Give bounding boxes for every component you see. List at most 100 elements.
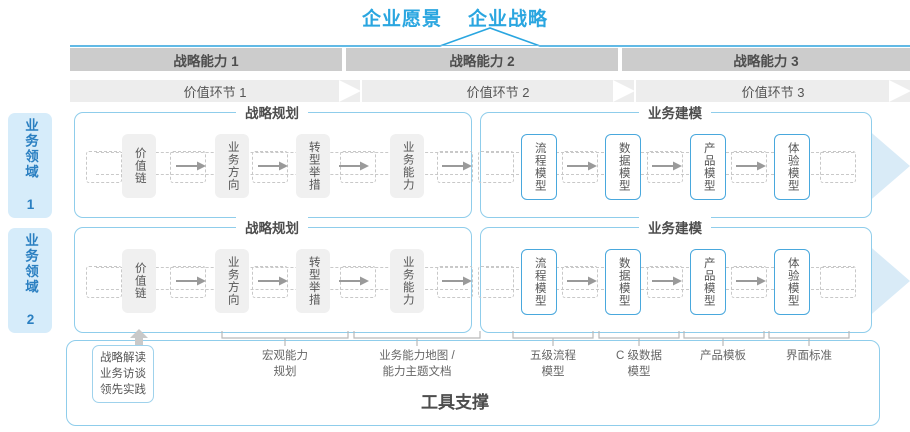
planning-node-3-row1[interactable]: 转型举措	[296, 134, 330, 198]
tool-support-container	[66, 340, 880, 426]
upward-arrow-icon	[130, 329, 148, 351]
placeholder-box	[437, 266, 473, 298]
placeholder-box	[252, 151, 288, 183]
value-link-band-label: 价值环节 1	[183, 84, 247, 100]
modeling-node-1-row1[interactable]: 流程模型	[521, 134, 557, 200]
node-label: 价值链	[133, 262, 146, 300]
modeling-node-3-row1[interactable]: 产品模型	[690, 134, 726, 200]
flow-guide-line	[486, 267, 854, 268]
node-label: 流程模型	[533, 142, 546, 192]
value-link-band-3[interactable]: 价值环节 3	[636, 80, 910, 102]
planning-node-4-row2[interactable]: 业务能力	[390, 249, 424, 313]
flow-arrow-icon	[652, 161, 682, 171]
tool-label-1: 宏观能力 规划	[262, 350, 308, 378]
flow-guide-line	[96, 267, 468, 268]
modeling-node-4-row1[interactable]: 体验模型	[774, 134, 810, 200]
flow-arrow-icon	[339, 161, 369, 171]
flow-arrow-icon	[258, 276, 288, 286]
modeling-node-4-row2[interactable]: 体验模型	[774, 249, 810, 315]
node-label: 业务能力	[401, 256, 414, 306]
flow-arrow-icon	[176, 276, 206, 286]
placeholder-box	[647, 266, 683, 298]
node-label: 流程模型	[533, 257, 546, 307]
flow-arrow-icon	[442, 276, 472, 286]
placeholder-box	[170, 151, 206, 183]
node-label: 体验模型	[786, 142, 799, 192]
placeholder-box	[86, 266, 122, 298]
flow-arrow-tail	[866, 128, 910, 204]
flow-guide-line	[486, 289, 854, 290]
node-label: 业务方向	[226, 256, 239, 306]
modeling-node-3-row2[interactable]: 产品模型	[690, 249, 726, 315]
chevron-right-icon	[339, 80, 361, 102]
flow-arrow-icon	[736, 161, 766, 171]
planning-node-2-row2[interactable]: 业务方向	[215, 249, 249, 313]
flow-arrow-icon	[736, 276, 766, 286]
modeling-node-1-row2[interactable]: 流程模型	[521, 249, 557, 315]
node-label: 产品模型	[702, 257, 715, 307]
chevron-right-icon	[613, 80, 635, 102]
modeling-node-2-row1[interactable]: 数据模型	[605, 134, 641, 200]
capability-band-1[interactable]: 战略能力 1	[70, 48, 342, 71]
node-label: 数据模型	[617, 142, 630, 192]
placeholder-box	[170, 266, 206, 298]
flow-arrow-icon	[442, 161, 472, 171]
modeling-node-2-row2[interactable]: 数据模型	[605, 249, 641, 315]
node-label: 数据模型	[617, 257, 630, 307]
planning-node-2-row1[interactable]: 业务方向	[215, 134, 249, 198]
placeholder-box	[562, 266, 598, 298]
capability-band-2[interactable]: 战略能力 2	[346, 48, 618, 71]
planning-node-1-row1[interactable]: 价值链	[122, 134, 156, 198]
footer-title: 工具支撑	[421, 393, 489, 412]
section-label-planning-row1: 战略规划	[236, 102, 308, 122]
top-titles: 企业愿景 企业战略	[0, 4, 910, 31]
planning-node-4-row1[interactable]: 业务能力	[390, 134, 424, 198]
tool-bracket-2	[353, 331, 481, 346]
capability-band-label: 战略能力 2	[449, 53, 515, 69]
tool-bracket-4	[598, 331, 680, 346]
flow-guide-line	[486, 152, 854, 153]
placeholder-box	[820, 266, 856, 298]
flow-arrow-icon	[567, 161, 597, 171]
placeholder-box	[86, 151, 122, 183]
capability-band-3[interactable]: 战略能力 3	[622, 48, 910, 71]
domain-1-label: 业务领域 1	[23, 117, 38, 214]
node-label: 转型举措	[307, 256, 320, 306]
planning-node-3-row2[interactable]: 转型举措	[296, 249, 330, 313]
node-label: 产品模型	[702, 142, 715, 192]
value-link-band-label: 价值环节 3	[741, 84, 805, 100]
capability-band-label: 战略能力 1	[173, 53, 239, 69]
placeholder-box	[478, 266, 514, 298]
tool-box-strategy-inputs[interactable]: 战略解读 业务访谈 领先实践	[92, 345, 154, 404]
node-label: 业务方向	[226, 141, 239, 191]
value-link-band-1[interactable]: 价值环节 1	[70, 80, 361, 102]
flow-guide-line	[96, 289, 468, 290]
capability-band-label: 战略能力 3	[733, 53, 799, 69]
node-label: 转型举措	[307, 141, 320, 191]
section-label-planning-row2: 战略规划	[236, 217, 308, 237]
flow-guide-line	[96, 152, 468, 153]
flow-guide-line	[96, 174, 468, 175]
flow-arrow-icon	[567, 276, 597, 286]
tool-label-3: 五级流程 模型	[530, 350, 576, 378]
title-enterprise-vision: 企业愿景	[361, 9, 442, 30]
header-top-rule	[70, 45, 910, 46]
value-link-band-label: 价值环节 2	[466, 84, 530, 100]
title-enterprise-strategy: 企业战略	[468, 9, 549, 30]
sidebar-item-domain-2[interactable]: 业务领域 2	[8, 228, 52, 333]
placeholder-box	[478, 151, 514, 183]
flow-arrow-icon	[339, 276, 369, 286]
placeholder-box	[437, 151, 473, 183]
placeholder-box	[731, 151, 767, 183]
flow-arrow-icon	[258, 161, 288, 171]
planning-node-1-row2[interactable]: 价值链	[122, 249, 156, 313]
value-link-band-2[interactable]: 价值环节 2	[362, 80, 635, 102]
node-label: 业务能力	[401, 141, 414, 191]
placeholder-box	[647, 151, 683, 183]
placeholder-box	[731, 266, 767, 298]
vision-peak-connector	[70, 27, 910, 47]
sidebar-item-domain-1[interactable]: 业务领域 1	[8, 113, 52, 218]
flow-arrow-icon	[176, 161, 206, 171]
placeholder-box	[252, 266, 288, 298]
